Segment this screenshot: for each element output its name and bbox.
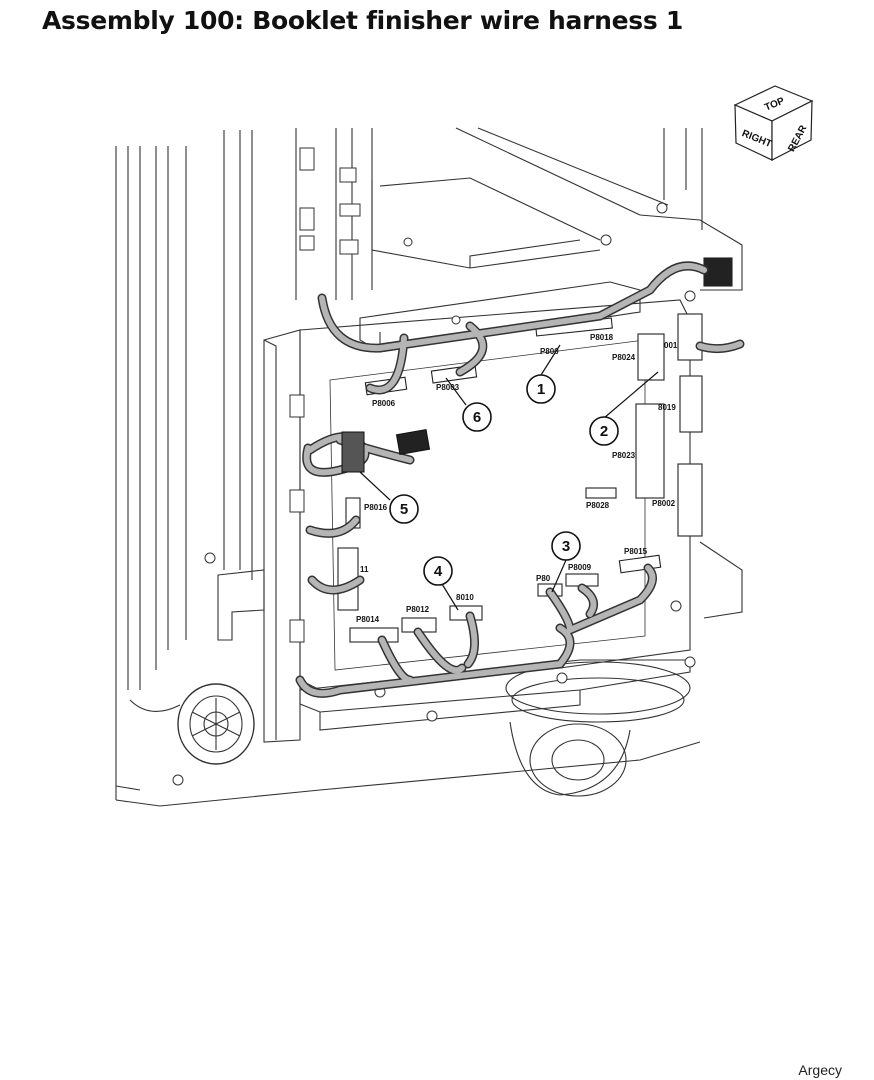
page-title: Assembly 100: Booklet finisher wire harn… [42, 6, 683, 35]
callout-6-number: 6 [473, 409, 481, 426]
conn-label-p8023: P8023 [612, 451, 636, 460]
conn-label-p8010: 8010 [456, 593, 474, 602]
screws [172, 202, 696, 786]
callout-4: 4 [423, 556, 453, 586]
callout-1-number: 1 [537, 381, 545, 398]
callout-2-number: 2 [600, 423, 608, 440]
callout-6: 6 [462, 402, 492, 432]
callout-3: 3 [551, 531, 581, 561]
conn-label-p8011: 11 [360, 565, 369, 574]
conn-label-p8016: P8016 [364, 503, 388, 512]
conn-label-p8009: P8009 [568, 563, 592, 572]
frame-latches [289, 147, 361, 643]
conn-label-p8002: P8002 [652, 499, 676, 508]
callout-5: 5 [389, 494, 419, 524]
callout-4-number: 4 [434, 563, 443, 580]
callout-3-number: 3 [562, 538, 570, 555]
watermark: Argecy [798, 1062, 842, 1078]
callout-1: 1 [526, 374, 556, 404]
board-connectors [337, 257, 733, 643]
conn-label-p8001: 001 [664, 341, 678, 350]
conn-label-p8014: P8014 [356, 615, 380, 624]
callout-5-number: 5 [400, 501, 408, 518]
conn-label-p8028: P8028 [586, 501, 610, 510]
orientation-cube [733, 85, 814, 161]
callout-leaders [359, 344, 659, 611]
finisher-frame [115, 127, 743, 807]
callout-2: 2 [589, 416, 619, 446]
conn-label-p8024: P8024 [612, 353, 636, 362]
conn-label-p8003: P8003 [436, 383, 460, 392]
conn-label-p8012: P8012 [406, 605, 430, 614]
conn-label-p8005: P80 [536, 574, 551, 583]
conn-label-p8015: P8015 [624, 547, 648, 556]
wire-harness [295, 261, 745, 698]
conn-label-p8018: P8018 [590, 333, 614, 342]
conn-label-p800: P800 [540, 347, 559, 356]
conn-label-p8019: 8019 [658, 403, 676, 412]
conn-label-p8006: P8006 [372, 399, 396, 408]
